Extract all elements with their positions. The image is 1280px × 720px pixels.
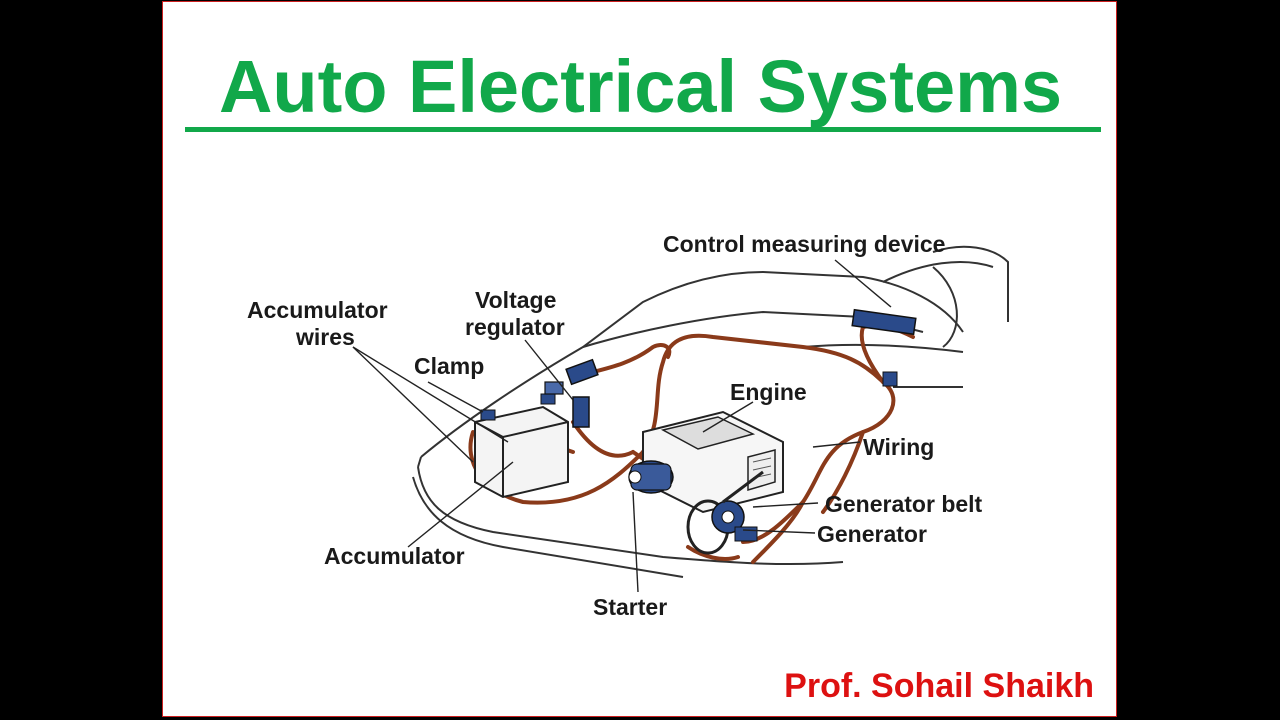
label-generator-belt: Generator belt [825,491,983,517]
control-measuring-device [851,266,958,387]
starter-motor [628,460,674,494]
leader-lines [352,259,892,593]
label-voltage-regulator-line1: Voltage [475,287,556,313]
label-accumulator-wires-line1: Accumulator [247,297,388,323]
label-generator: Generator [817,521,927,547]
label-clamp: Clamp [414,353,484,379]
slide-title: Auto Electrical Systems [218,45,1063,128]
label-engine: Engine [730,379,807,405]
label-starter: Starter [593,594,667,620]
slide: Auto Electrical Systems [162,1,1117,717]
label-control-measuring-device: Control measuring device [663,231,945,257]
label-accumulator: Accumulator [324,543,465,569]
title-underline [185,127,1101,132]
engine-block [642,410,784,514]
author-credit: Prof. Sohail Shaikh [784,667,1094,705]
car-electrical-diagram: Control measuring device Accumulator wir… [247,231,1009,620]
label-wiring: Wiring [863,434,934,460]
label-accumulator-wires-line2: wires [295,324,355,350]
car-body-outline [412,245,1009,578]
label-voltage-regulator-line2: regulator [465,314,565,340]
